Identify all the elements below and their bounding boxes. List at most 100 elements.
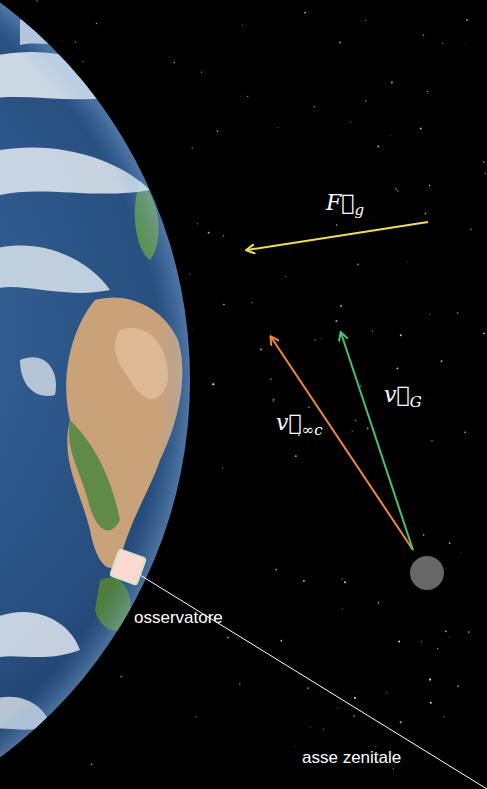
star <box>354 697 356 699</box>
star <box>339 42 341 44</box>
star <box>272 401 273 402</box>
star <box>295 455 297 457</box>
star <box>294 746 295 747</box>
meteoroid <box>410 556 444 590</box>
star <box>390 134 392 136</box>
star <box>200 247 202 249</box>
geocentric-velocity-vector <box>341 333 413 550</box>
star <box>391 82 393 84</box>
axis-label: asse zenitale <box>302 748 401 768</box>
star <box>189 273 190 274</box>
star <box>443 716 444 717</box>
vector-label: F⃗g <box>326 190 364 219</box>
star <box>320 338 322 340</box>
star <box>457 685 459 687</box>
star <box>308 407 310 409</box>
star <box>223 304 225 306</box>
star <box>352 708 354 710</box>
star <box>352 431 353 432</box>
star <box>303 580 305 582</box>
star <box>397 190 398 191</box>
star <box>484 173 486 175</box>
star <box>395 188 397 190</box>
star <box>36 0 38 2</box>
star <box>275 569 277 571</box>
star <box>222 467 223 468</box>
star <box>120 676 122 678</box>
star <box>378 602 379 603</box>
star <box>427 91 428 92</box>
star <box>421 641 422 642</box>
star <box>423 534 425 536</box>
star <box>313 106 315 108</box>
star <box>398 641 400 643</box>
star <box>96 23 97 24</box>
star <box>441 360 443 362</box>
star <box>270 378 272 380</box>
velocity-infinity-vector <box>271 337 413 550</box>
star <box>360 385 362 387</box>
star <box>350 121 352 123</box>
star <box>174 62 175 63</box>
observer-label: osservatore <box>134 608 223 628</box>
star <box>365 20 366 21</box>
star <box>470 228 472 230</box>
star <box>208 232 210 234</box>
star <box>396 367 398 369</box>
star <box>400 334 402 336</box>
star <box>353 715 355 717</box>
star <box>464 431 466 433</box>
star <box>223 235 224 236</box>
star <box>309 727 311 729</box>
star <box>354 692 356 694</box>
star <box>242 25 244 27</box>
star <box>430 702 432 704</box>
star <box>386 691 388 693</box>
star <box>393 768 394 769</box>
star <box>375 745 376 746</box>
star <box>372 331 373 332</box>
vector-label: v⃗∞c <box>276 410 323 439</box>
star <box>336 224 338 226</box>
star <box>278 127 279 128</box>
star <box>280 640 282 642</box>
star <box>227 637 229 639</box>
star <box>461 552 462 553</box>
star <box>201 72 202 73</box>
star <box>337 708 338 709</box>
star <box>192 147 194 149</box>
star <box>335 320 337 322</box>
star <box>429 314 430 315</box>
star <box>367 427 369 429</box>
star <box>323 729 325 731</box>
star <box>429 185 430 186</box>
observer-square <box>110 549 146 585</box>
star <box>449 542 451 544</box>
star <box>483 333 485 335</box>
zenith-axis <box>140 575 487 789</box>
star <box>431 440 432 441</box>
star <box>273 399 275 401</box>
star <box>91 764 93 766</box>
star <box>217 130 219 132</box>
star <box>407 262 408 263</box>
star <box>251 302 253 304</box>
star <box>420 128 422 130</box>
star <box>340 305 342 307</box>
star <box>422 34 424 36</box>
star <box>247 96 248 97</box>
star <box>342 608 343 609</box>
star <box>314 339 316 341</box>
earth <box>0 0 190 789</box>
star <box>60 40 62 42</box>
star <box>466 19 468 21</box>
star <box>212 383 214 385</box>
vector-label: v⃗G <box>384 382 422 411</box>
star <box>442 43 443 44</box>
star <box>437 648 438 649</box>
star <box>370 216 372 218</box>
star <box>304 12 306 14</box>
star <box>357 263 359 265</box>
star <box>285 276 286 277</box>
star <box>448 636 450 638</box>
